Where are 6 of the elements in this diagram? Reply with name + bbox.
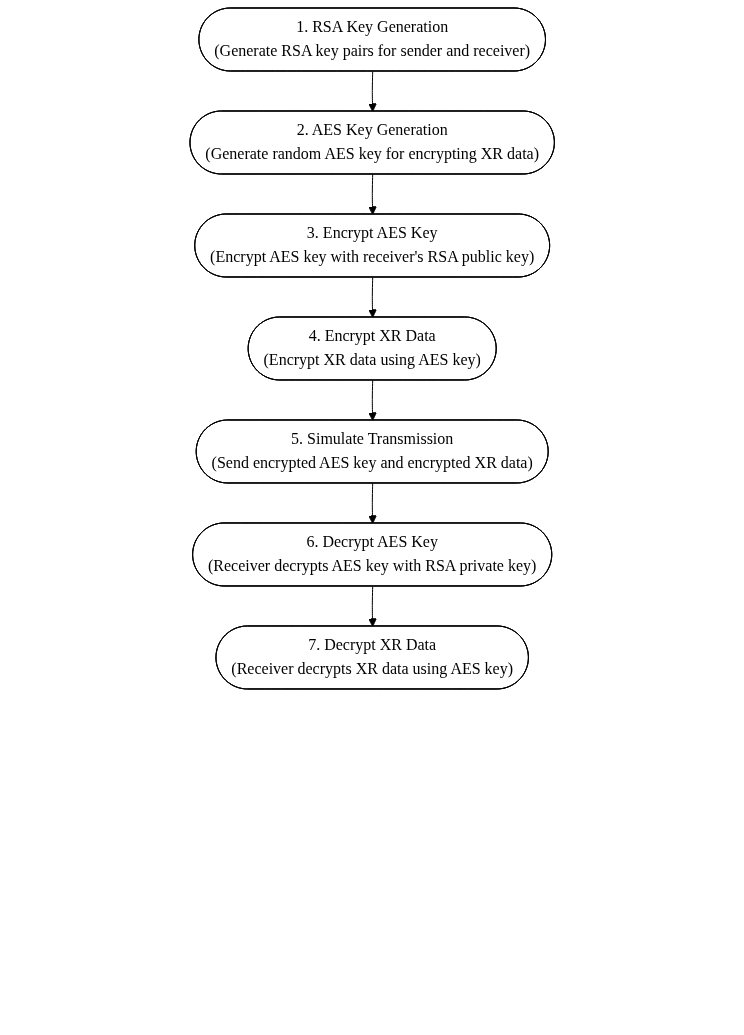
arrow (367, 71, 377, 112)
arrow (367, 277, 377, 318)
arrow (367, 174, 377, 215)
arrow (367, 585, 377, 627)
arrow (367, 380, 377, 421)
arrow (367, 483, 377, 524)
